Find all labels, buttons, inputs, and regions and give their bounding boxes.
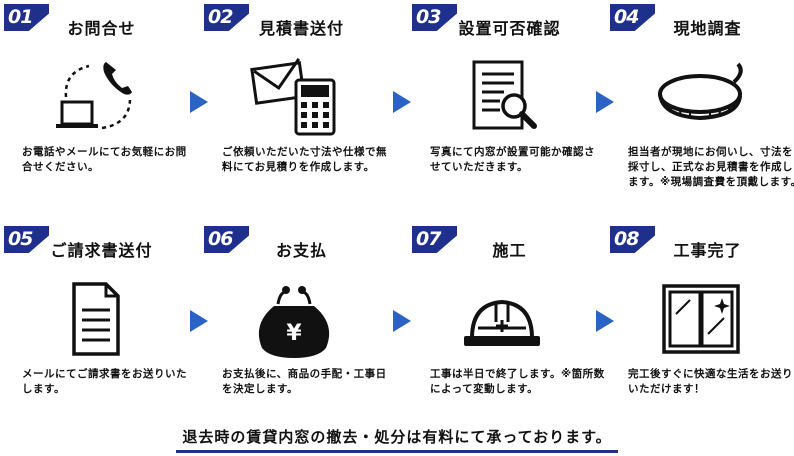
footer-note-container: 退去時の賃貸内窓の撤去・処分は有料にて承っております。: [0, 426, 794, 453]
envelope-calculator-icon: [244, 52, 344, 142]
step-number-badge: 07: [412, 226, 457, 253]
step-number-badge: 02: [204, 4, 249, 31]
step-title: 現地調査: [673, 19, 742, 38]
invoice-document-icon: [44, 274, 144, 364]
svg-text:¥: ¥: [286, 321, 302, 346]
step-description: ご依頼いただいた寸法や仕様で無料にてお見積りを作成します。: [222, 146, 387, 173]
step-description: 完工後すぐに快適な生活をお送りいただけます！: [628, 368, 793, 395]
next-arrow-icon: [393, 310, 411, 332]
next-arrow-icon: [596, 310, 614, 332]
next-arrow-icon: [393, 91, 411, 113]
footer-note: 退去時の賃貸内窓の撤去・処分は有料にて承っております。: [176, 426, 618, 453]
step-title: 施工: [492, 241, 527, 260]
step-01: 01 お問合せ お電話やメールにてお気軽にお問合せください。: [4, 4, 199, 214]
step-description: お支払後に、商品の手配・工事日を決定します。: [222, 368, 387, 395]
next-arrow-icon: [190, 310, 208, 332]
step-title: お支払: [275, 241, 327, 260]
step-03: 03 設置可否確認 写真にて内窓が設置可能か確認させていただきます。: [412, 4, 607, 214]
step-description: お電話やメールにてお気軽にお問合せください。: [22, 146, 187, 173]
tape-measure-icon: [650, 52, 750, 142]
document-magnifier-icon: [452, 52, 552, 142]
step-05: 05 ご請求書送付 メールにてご請求書をお送りいたします。: [4, 226, 199, 436]
step-title: お問合せ: [67, 19, 136, 38]
next-arrow-icon: [190, 91, 208, 113]
step-description: 写真にて内窓が設置可能か確認させていただきます。: [430, 146, 595, 173]
step-description: メールにてご請求書をお送りいたします。: [22, 368, 187, 395]
yen-purse-icon: ¥: [244, 274, 344, 364]
step-title: 設置可否確認: [458, 19, 561, 38]
step-08: 08 工事完了 完工後すぐに快適な生活をお送りいただけます！: [610, 226, 794, 436]
step-02: 02 見積書送付 ご依頼いただいた寸法や仕様で無料にてお見積りを作成します。: [204, 4, 399, 214]
step-description: 工事は半日で終了します。※箇所数によって変動します。: [430, 368, 605, 395]
step-04: 04 現地調査 担当者が現地にお伺いし、寸法を採寸し、正式なお見積書を作成します…: [610, 4, 794, 214]
step-07: 07 施工 工事は半日で終了します。※箇所数によって変動します。: [412, 226, 607, 436]
step-title: ご請求書送付: [50, 241, 153, 260]
step-number-badge: 01: [4, 4, 49, 31]
step-title: 見積書送付: [258, 19, 344, 38]
next-arrow-icon: [596, 91, 614, 113]
step-title: 工事完了: [673, 241, 742, 260]
step-06: 06 お支払 ¥ お支払後に、商品の手配・工事日を決定します。: [204, 226, 399, 436]
window-icon: [650, 274, 750, 364]
hard-hat-icon: [452, 274, 552, 364]
phone-computer-icon: [44, 52, 144, 142]
step-description: 担当者が現地にお伺いし、寸法を採寸し、正式なお見積書を作成します。※現場調査費を…: [628, 146, 794, 188]
